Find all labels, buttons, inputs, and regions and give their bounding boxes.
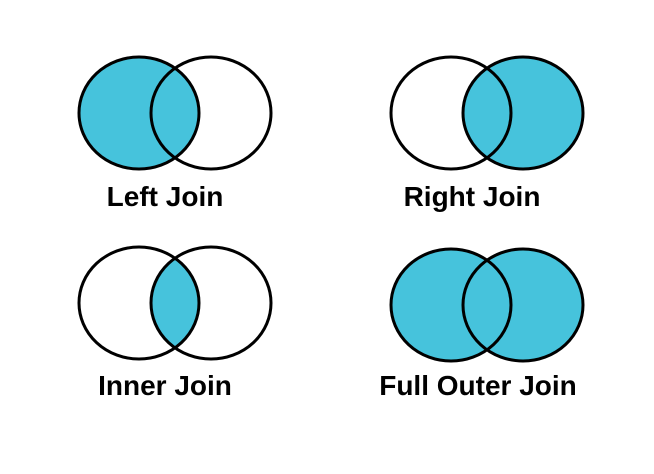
venn-right-join (389, 55, 585, 171)
left-circle-outline (389, 55, 513, 171)
label-right-join: Right Join (403, 181, 541, 212)
label-full-outer-join: Full Outer Join (379, 370, 577, 401)
label-left-join: Left Join (106, 181, 224, 212)
venn-left-join (77, 55, 273, 171)
venn-inner-join (77, 245, 273, 361)
right-circle-outline (461, 247, 585, 363)
overlap-fill (463, 68, 511, 158)
right-circle-outline (149, 245, 273, 361)
label-inner-join: Inner Join (98, 370, 232, 401)
left-circle-outline (77, 245, 201, 361)
venn-full-outer-join (389, 247, 585, 363)
overlap-fill (463, 260, 511, 350)
left-circle-outline (77, 55, 201, 171)
right-circle-outline (461, 55, 585, 171)
overlap-fill (151, 68, 199, 158)
left-circle-outline (389, 247, 513, 363)
right-circle-outline (149, 55, 273, 171)
overlap-fill (151, 258, 199, 348)
